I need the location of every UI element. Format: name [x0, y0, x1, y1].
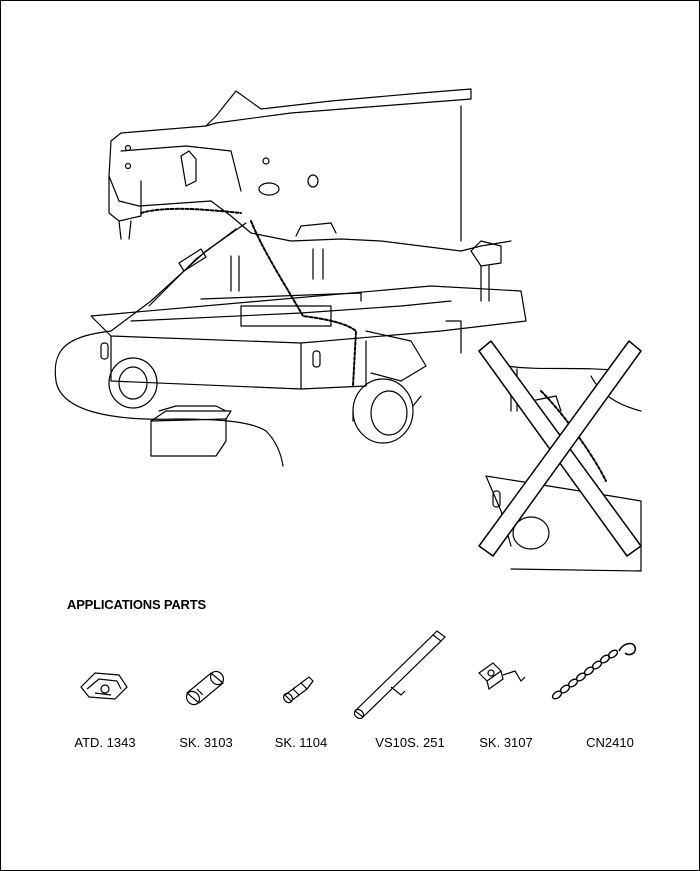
chain-hook-icon	[551, 642, 637, 700]
part-label-vs10s-251: VS10S. 251	[375, 735, 445, 750]
clamp-plate-icon	[80, 672, 128, 700]
part-label-sk-3103: SK. 3103	[179, 735, 233, 750]
extension-bar-icon	[353, 630, 446, 720]
part-label-atd-1343: ATD. 1343	[74, 735, 136, 750]
hook-bracket-icon	[478, 662, 526, 691]
dolly-lift-illustration	[54, 88, 642, 572]
part-label-sk-1104: SK. 1104	[274, 735, 328, 750]
section-title: APPLICATIONS PARTS	[67, 597, 206, 612]
sleeve-adapter-icon	[185, 670, 225, 706]
part-label-cn2410: CN2410	[586, 735, 634, 750]
part-label-sk-3107: SK. 3107	[479, 735, 533, 750]
pin-adapter-icon	[282, 676, 314, 704]
